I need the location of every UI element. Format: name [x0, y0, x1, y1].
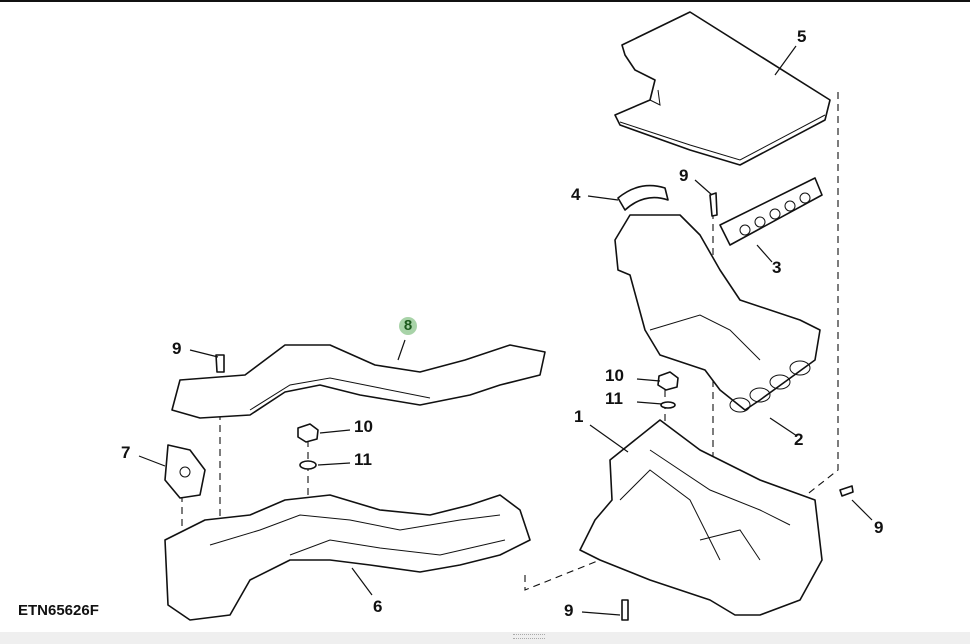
part-6-left-tray	[164, 494, 531, 621]
part-9-screw-left	[215, 354, 225, 373]
resize-bar[interactable]	[0, 632, 970, 644]
top-border	[0, 0, 970, 2]
part-5-cover	[614, 11, 831, 166]
callout-3[interactable]: 3	[772, 258, 782, 277]
part-4-clip	[617, 184, 669, 211]
part-7-bracket	[164, 444, 206, 499]
callout-9-bottom[interactable]: 9	[564, 601, 574, 620]
callout-9-left[interactable]: 9	[172, 339, 182, 358]
part-3-grommet-strip	[719, 177, 823, 246]
part-9-screw	[709, 192, 718, 217]
callout-8[interactable]: 8	[399, 317, 417, 335]
part-10-nut-right	[657, 371, 679, 409]
resize-grip-icon[interactable]	[513, 634, 545, 639]
part-9-screw-bottom	[621, 599, 629, 621]
callout-5[interactable]: 5	[797, 27, 807, 46]
figure-id-label: ETN65626F	[18, 602, 99, 619]
callout-7[interactable]: 7	[121, 443, 131, 462]
part-1-lower-housing	[579, 419, 823, 616]
leader-lines	[138, 45, 873, 616]
part-2-upper-tray	[614, 214, 821, 413]
callout-6[interactable]: 6	[373, 597, 383, 616]
callout-11-left[interactable]: 11	[354, 450, 372, 469]
callout-10-right[interactable]: 10	[605, 366, 624, 385]
callout-11-right[interactable]: 11	[605, 389, 623, 408]
callout-4[interactable]: 4	[571, 185, 581, 204]
callout-2[interactable]: 2	[794, 430, 804, 449]
callout-1[interactable]: 1	[574, 407, 584, 426]
callout-9-top[interactable]: 9	[679, 166, 689, 185]
callout-10-left[interactable]: 10	[354, 417, 373, 436]
part-8-left-cover	[171, 344, 546, 419]
part-10-nut-left	[297, 423, 319, 470]
callout-9-right[interactable]: 9	[874, 518, 884, 537]
part-9-screw-right	[839, 485, 854, 497]
